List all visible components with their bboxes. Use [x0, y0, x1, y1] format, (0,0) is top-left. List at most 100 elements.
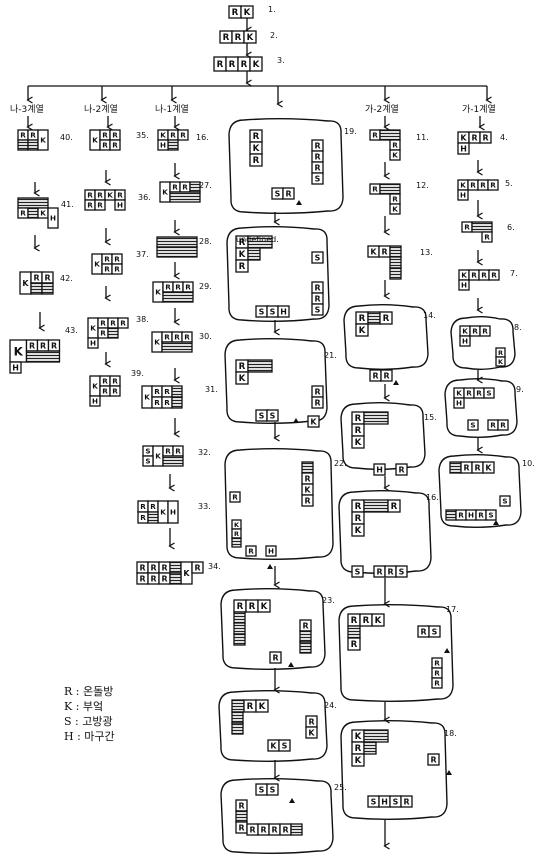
room-cell: K: [458, 132, 469, 143]
plan-number-label: 42.: [60, 274, 73, 283]
room-letter: R: [112, 387, 118, 396]
room-cell: K: [268, 740, 279, 751]
room-cell: S: [256, 784, 267, 795]
room-cell: S: [312, 173, 323, 184]
room-cell: K: [232, 520, 241, 529]
room-letter: H: [160, 141, 166, 150]
room-cell: R: [159, 562, 170, 573]
plan-number-label: 6.: [507, 223, 515, 232]
room-cell: K: [356, 324, 368, 336]
legend-item-h: H : 마구간: [64, 729, 115, 744]
room-letter: R: [470, 181, 476, 190]
room-cell: R: [98, 328, 108, 338]
room-cell: R: [456, 510, 466, 520]
room-letter: R: [285, 189, 291, 198]
room-cell: R: [137, 562, 148, 573]
room-letter: S: [259, 307, 265, 316]
plan-number-label: 9.: [516, 385, 524, 394]
room-cell: R: [360, 614, 372, 626]
room-letter: R: [383, 314, 390, 324]
room-cell: R: [476, 510, 486, 520]
plan-number-label: 25.: [334, 783, 347, 792]
room-cell: R: [192, 562, 203, 573]
room-letter: S: [282, 741, 288, 750]
room-cell: R: [482, 232, 492, 242]
room-letter: S: [145, 447, 150, 456]
series-header: 가-2계열: [365, 103, 399, 115]
room-letter: R: [271, 825, 277, 834]
room-letter: K: [355, 438, 362, 448]
room-letter: R: [355, 414, 362, 424]
hatched-cell: [364, 500, 388, 512]
room-letter: R: [175, 447, 181, 456]
room-letter: R: [434, 669, 440, 678]
room-cell: R: [461, 462, 472, 473]
hatched-cell-box: [364, 412, 388, 424]
hatched-cell: [234, 612, 245, 623]
room-letter: K: [308, 728, 315, 737]
hatched-cell: [170, 192, 200, 202]
room-cell: K: [352, 524, 364, 536]
room-cell: K: [256, 700, 268, 712]
room-cell: R: [370, 184, 380, 194]
legend-label: 부엌: [83, 700, 103, 713]
room-letter: R: [314, 283, 320, 292]
room-letter: H: [50, 214, 56, 223]
room-cell: R: [479, 270, 489, 280]
room-letter: R: [154, 387, 160, 396]
plan-number-label: 40.: [60, 133, 73, 142]
room-cell: R: [238, 57, 250, 71]
room-cell: K: [308, 416, 319, 427]
room-letter: S: [399, 567, 405, 576]
room-letter: R: [458, 511, 464, 520]
hatched-cell-box: [232, 700, 244, 712]
room-cell: R: [283, 188, 294, 199]
room-letter: R: [314, 387, 320, 396]
room-letter: H: [90, 339, 96, 348]
room-letter: K: [253, 144, 260, 154]
room-letter: K: [22, 279, 29, 288]
room-letter: K: [94, 260, 100, 269]
plan-number-label: 36.: [138, 193, 151, 202]
plan-number-label: 24.: [324, 701, 337, 710]
room-letter: R: [434, 659, 440, 668]
room-cell: R: [102, 254, 112, 264]
room-letter: K: [310, 417, 317, 426]
room-cell: R: [381, 370, 392, 381]
plan-number-label: 18.: [444, 729, 457, 738]
plan-number-label: 38.: [136, 315, 149, 324]
hatched-cell: [234, 623, 245, 634]
room-cell: R: [229, 6, 241, 18]
room-cell: R: [180, 182, 190, 192]
room-cell: R: [302, 473, 313, 484]
room-letter: K: [160, 131, 166, 140]
room-cell: K: [372, 614, 384, 626]
gate-marker: [444, 648, 450, 653]
hatched-cell: [157, 247, 197, 257]
room-letter: R: [464, 223, 470, 232]
hatched-cell-box: [380, 184, 400, 194]
room-cell: R: [162, 386, 172, 397]
room-cell: R: [312, 140, 323, 151]
room-cell: R: [462, 222, 472, 232]
room-cell: R: [250, 154, 262, 166]
room-letter: K: [40, 136, 46, 145]
room-letter: R: [314, 163, 320, 172]
room-cell: R: [110, 386, 120, 396]
plan-number-label: 32.: [198, 448, 211, 457]
room-letter: R: [97, 201, 103, 210]
room-cell: K: [90, 376, 100, 396]
room-letter: K: [154, 338, 160, 347]
hatched-cell-box: [163, 456, 183, 466]
hatched-cell: [472, 222, 492, 232]
gate-marker: [289, 798, 295, 803]
room-cell: R: [488, 420, 498, 430]
room-cell: R: [312, 293, 323, 304]
room-letter: R: [223, 33, 230, 43]
hatched-cell: [157, 237, 197, 247]
legend-key: S: [64, 715, 72, 728]
plan-number-label: 10.: [522, 459, 535, 468]
hatched-cell-box: [446, 510, 456, 520]
plan-number-label: 35.: [136, 131, 149, 140]
